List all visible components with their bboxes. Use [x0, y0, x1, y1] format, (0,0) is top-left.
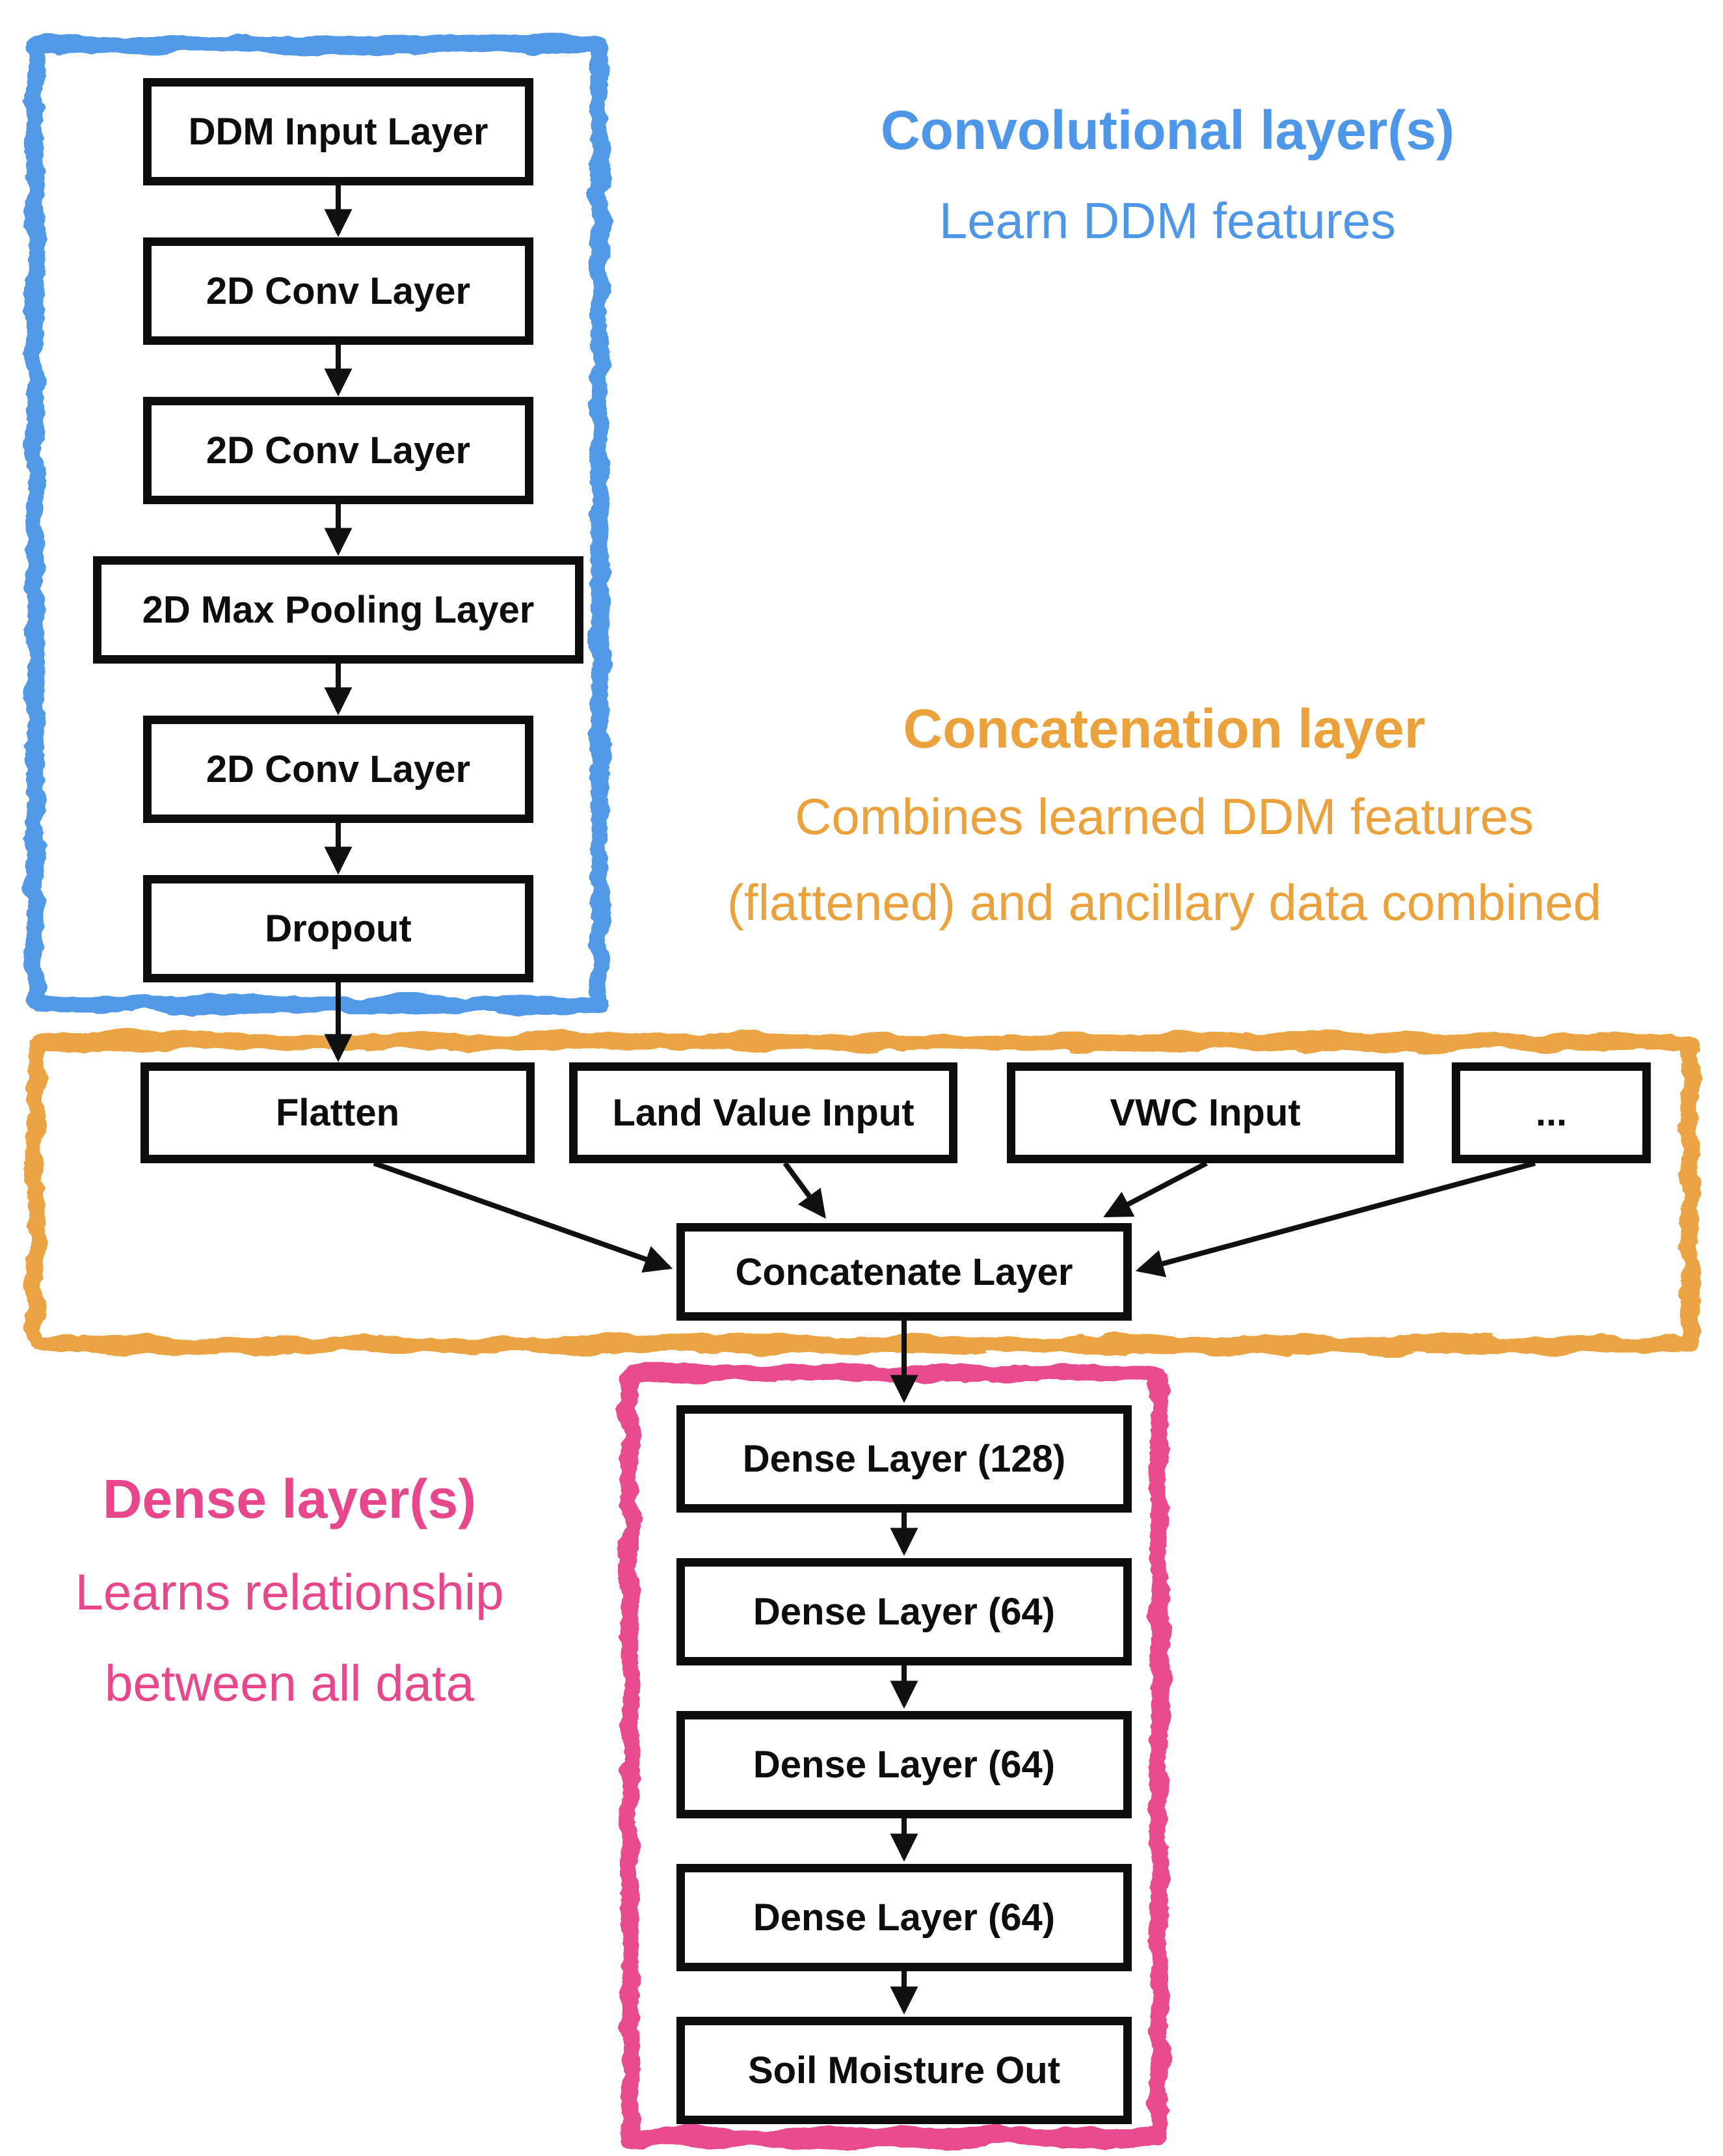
node-flatten: Flatten: [140, 1062, 535, 1163]
node-ddm-input-layer: DDM Input Layer: [143, 78, 533, 185]
dense-group-subtitle-line1: Learns relationship: [75, 1563, 504, 1621]
concat-group-frame: [26, 1032, 1699, 1354]
node-vwc-input: VWC Input: [1007, 1062, 1404, 1163]
concat-group-subtitle-line2: (flattened) and ancillary data combined: [727, 874, 1602, 931]
dense-group-title: Dense layer(s): [102, 1468, 477, 1529]
dense-group-heading: Dense layer(s) Learns relationship betwe…: [26, 1472, 553, 1708]
node-dense-layer-128: Dense Layer (128): [676, 1405, 1132, 1513]
node-dropout: Dropout: [143, 875, 533, 982]
node-dense-layer-64-2: Dense Layer (64): [676, 1711, 1132, 1818]
dense-group-frame: [621, 1364, 1168, 2146]
dense-group-subtitle-line2: between all data: [104, 1654, 475, 1712]
concat-group-heading: Concatenation layer Combines learned DDM…: [611, 701, 1717, 928]
node-conv-layer-3: 2D Conv Layer: [143, 716, 533, 823]
node-dense-layer-64-1: Dense Layer (64): [676, 1558, 1132, 1665]
node-conv-layer-1: 2D Conv Layer: [143, 237, 533, 345]
concat-group-subtitle-line1: Combines learned DDM features: [795, 788, 1534, 845]
concat-group-title: Concatenation layer: [903, 698, 1426, 759]
node-ellipsis-input: ...: [1452, 1062, 1651, 1163]
node-dense-layer-64-3: Dense Layer (64): [676, 1864, 1132, 1971]
conv-group-subtitle: Learn DDM features: [939, 192, 1396, 249]
node-max-pooling-layer: 2D Max Pooling Layer: [93, 556, 583, 664]
node-concatenate-layer: Concatenate Layer: [676, 1223, 1132, 1321]
conv-group-frame: [26, 35, 609, 1014]
conv-group-heading: Convolutional layer(s) Learn DDM feature…: [748, 103, 1587, 246]
node-conv-layer-2: 2D Conv Layer: [143, 397, 533, 504]
node-land-value-input: Land Value Input: [569, 1062, 957, 1163]
conv-group-title: Convolutional layer(s): [880, 100, 1455, 161]
node-soil-moisture-out: Soil Moisture Out: [676, 2017, 1132, 2124]
arrows: [324, 185, 1536, 2015]
